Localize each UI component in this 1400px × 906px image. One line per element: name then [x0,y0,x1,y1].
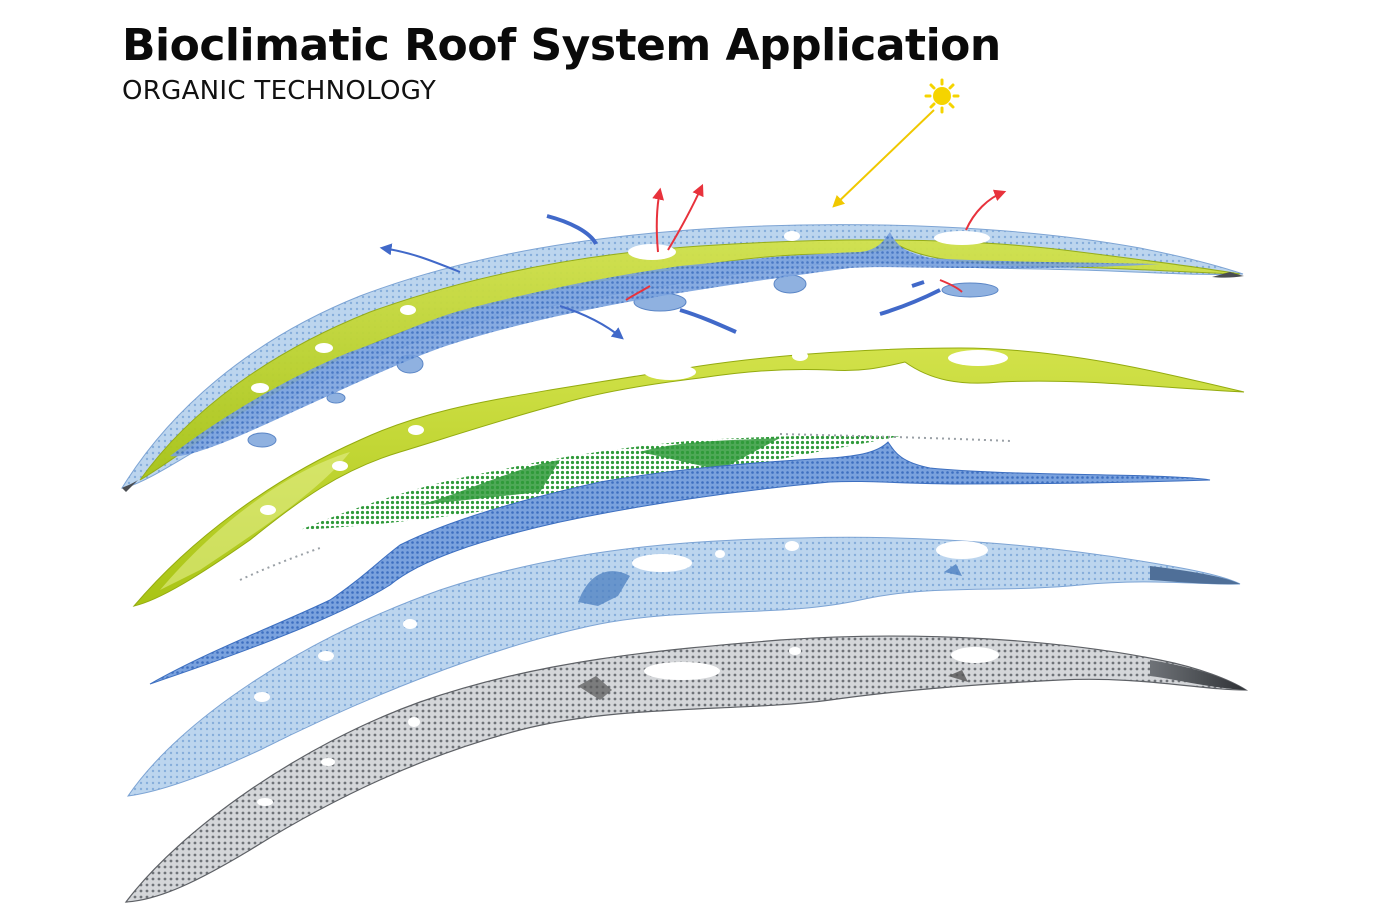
page-title: Bioclimatic Roof System Application [122,20,1001,71]
arrow-up-icon [667,183,704,251]
layer-water-and-planting [149,433,1211,685]
curved-arrow-icon [546,214,598,246]
airflow-arrows [379,214,941,340]
heat-exhaust-arrows [625,183,1007,301]
layer-lime-membrane [132,347,1245,607]
page-subtitle: ORGANIC TECHNOLOGY [122,76,437,106]
curved-arrow-icon [879,288,941,316]
layer-transparent-shell [126,536,1241,797]
curved-arrow-icon [379,243,461,273]
arrow-up-icon [652,187,665,253]
arrow-up-icon [965,189,1007,231]
arrow-icon [832,109,935,208]
layer-structural-mesh [124,635,1249,903]
curved-arrow-icon [559,305,624,340]
curved-arrow-icon [679,308,737,334]
sun-icon [924,78,960,114]
layer-top-roof [121,224,1244,492]
